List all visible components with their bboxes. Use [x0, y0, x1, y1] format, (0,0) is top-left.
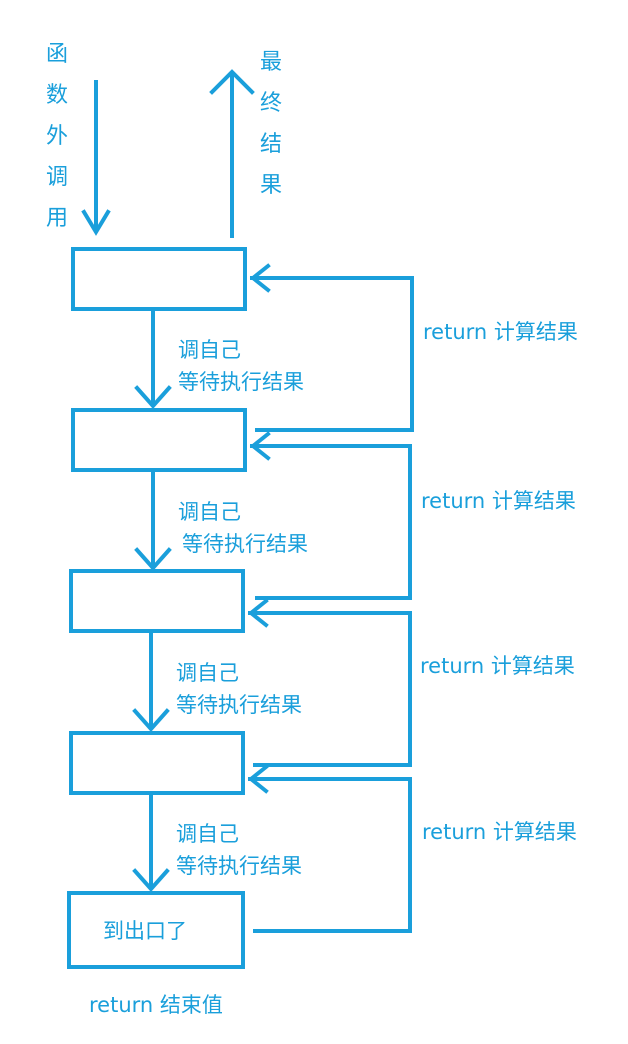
call-label-4: 调自己 等待执行结果	[176, 818, 302, 882]
call-box-4	[69, 731, 245, 795]
entry-char: 数	[46, 83, 69, 108]
return-label-4: return 计算结果	[422, 820, 577, 844]
call-arrow-4	[132, 793, 170, 893]
call-box-2	[71, 408, 247, 472]
call-label-line2: 等待执行结果	[178, 370, 304, 394]
call-label-1: 调自己 等待执行结果	[178, 334, 304, 398]
return-arrow-3	[247, 598, 412, 767]
entry-label: 函 数 外 调 用	[46, 34, 68, 239]
call-label-line2: 等待执行结果	[176, 693, 302, 717]
return-arrow-2	[249, 431, 412, 600]
return-arrow-1	[249, 263, 414, 432]
entry-char: 函	[46, 42, 69, 67]
call-label-line2: 等待执行结果	[182, 532, 308, 556]
call-label-line2: 等待执行结果	[176, 854, 302, 878]
entry-char: 调	[46, 165, 69, 190]
return-label-2: return 计算结果	[421, 489, 576, 513]
call-arrow-1	[134, 309, 172, 410]
call-label-3: 调自己 等待执行结果	[176, 657, 302, 721]
call-label-line1: 调自己	[178, 338, 241, 362]
exit-box	[67, 891, 245, 969]
final-result-label: 最 终 结 果	[260, 42, 282, 206]
entry-arrow	[81, 80, 111, 236]
final-char: 终	[260, 91, 283, 116]
entry-char: 外	[46, 124, 69, 149]
call-label-line1: 调自己	[176, 661, 239, 685]
final-result-arrow	[209, 69, 255, 238]
call-label-line1: 调自己	[176, 822, 239, 846]
call-box-1	[71, 247, 247, 311]
call-arrow-2	[134, 470, 172, 572]
call-arrow-3	[132, 631, 170, 733]
entry-char: 用	[46, 206, 69, 231]
final-char: 最	[260, 50, 283, 75]
return-arrow-4	[247, 764, 412, 933]
final-char: 果	[260, 173, 283, 198]
end-value-label: return 结束值	[89, 993, 223, 1017]
return-label-1: return 计算结果	[423, 320, 578, 344]
exit-box-label: 到出口了	[103, 919, 187, 943]
call-label-line1: 调自己	[178, 500, 241, 524]
return-label-3: return 计算结果	[420, 654, 575, 678]
call-label-2: 调自己 等待执行结果	[178, 496, 308, 560]
call-box-3	[69, 569, 245, 633]
final-char: 结	[260, 132, 283, 157]
